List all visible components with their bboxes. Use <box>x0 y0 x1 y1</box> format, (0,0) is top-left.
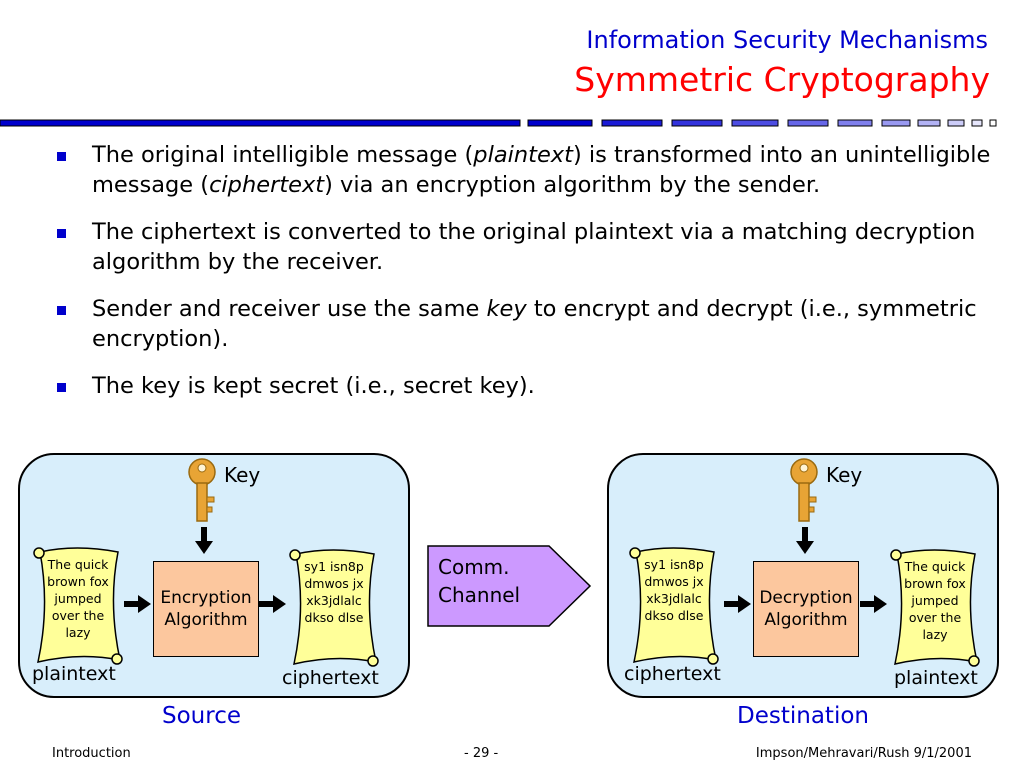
source-key-icon <box>188 458 216 522</box>
comm-channel-label: Comm.Channel <box>438 555 521 607</box>
bullet-text: The ciphertext is converted to the origi… <box>92 219 976 275</box>
destination-output-arrow-icon <box>860 595 887 613</box>
destination-key-icon <box>790 458 818 522</box>
destination-ciphertext-caption: ciphertext <box>624 663 721 685</box>
bullet-item: The ciphertext is converted to the origi… <box>52 217 997 277</box>
source-key-arrow-icon <box>195 527 213 554</box>
bullet-list: The original intelligible message (plain… <box>52 140 997 418</box>
bullet-item: Sender and receiver use the same key to … <box>52 294 997 354</box>
bullet-marker-icon <box>57 383 66 392</box>
bullet-marker-icon <box>57 229 66 238</box>
slide-subtitle: Information Security Mechanisms <box>586 26 988 54</box>
header-rule <box>0 119 997 127</box>
destination-plaintext-caption: plaintext <box>894 667 978 689</box>
footer-page-number: - 29 - <box>464 746 499 761</box>
slide-title: Symmetric Cryptography <box>574 60 990 99</box>
bullet-item: The original intelligible message (plain… <box>52 140 997 200</box>
comm-channel-arrow <box>427 545 592 627</box>
source-ciphertext-caption: ciphertext <box>282 667 379 689</box>
destination-label: Destination <box>737 703 869 729</box>
source-input-arrow-icon <box>124 595 151 613</box>
bullet-text: Sender and receiver use the same key to … <box>92 296 977 352</box>
bullet-item: The key is kept secret (i.e., secret key… <box>52 371 997 401</box>
source-plaintext-caption: plaintext <box>32 663 116 685</box>
source-output-arrow-icon <box>259 595 286 613</box>
bullet-text: The original intelligible message (plain… <box>92 142 991 198</box>
footer-right: Impson/Mehravari/Rush 9/1/2001 <box>755 746 972 761</box>
destination-input-arrow-icon <box>724 595 751 613</box>
bullet-marker-icon <box>57 306 66 315</box>
source-key-label: Key <box>224 463 261 487</box>
bullet-text: The key is kept secret (i.e., secret key… <box>92 373 535 399</box>
destination-key-arrow-icon <box>796 527 814 554</box>
footer-left: Introduction <box>52 746 131 761</box>
source-label: Source <box>162 703 241 729</box>
bullet-marker-icon <box>57 152 66 161</box>
destination-key-label: Key <box>826 463 863 487</box>
